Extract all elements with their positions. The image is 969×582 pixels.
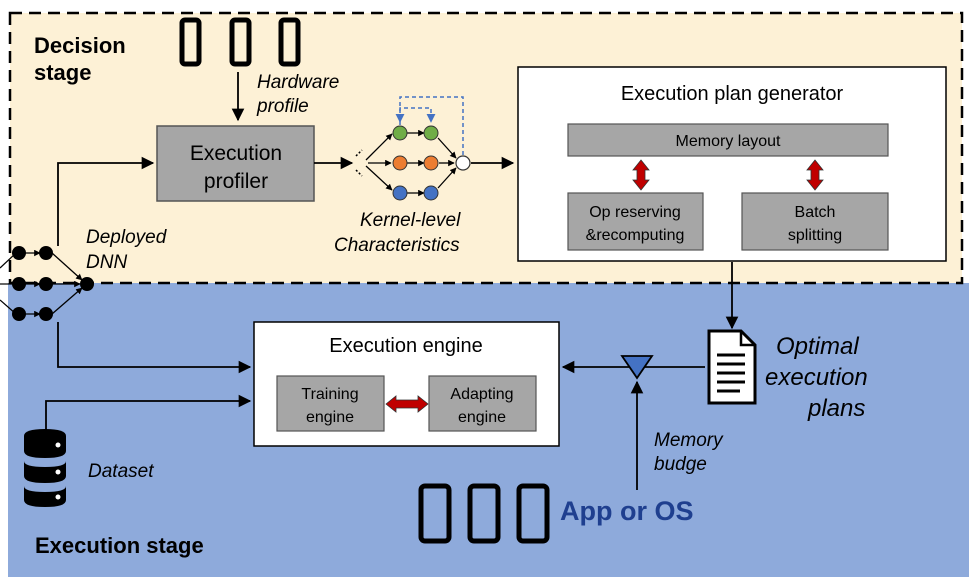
red-double-arrow [632,159,824,191]
execution-profiler-label: Execution [190,142,282,165]
kernel-node [392,125,408,141]
adapting-engine-label-2: engine [458,409,506,426]
training-engine-label-2: engine [306,409,354,426]
kernel-node [392,155,408,171]
deployed-dnn-graph [0,246,94,321]
kernel-level-label: Kernel-level [360,210,461,231]
execution-stage-title: Execution stage [35,533,204,558]
batch-splitting-box [741,192,889,251]
decision-stage-title: Decision [34,33,126,58]
database-icon [24,429,66,507]
kernel-node [423,185,439,201]
training-engine-box [276,375,385,432]
deployed-dnn-label-2: DNN [86,252,127,273]
hardware-profile-label: Hardware [257,72,339,93]
op-reserving-label-2: &recomputing [586,227,685,244]
dnn-node [39,277,53,291]
execution-profiler-label-2: profiler [204,170,268,193]
memory-layout-box [567,123,889,157]
kernel-level-label-2: Characteristics [334,235,460,256]
batch-splitting-label: Batch [795,204,836,221]
optimal-plans-label: Optimal [776,333,859,360]
decision-stage-title-2: stage [34,60,91,85]
filter-triangle-icon [620,355,654,380]
execution-engine-title: Execution engine [329,335,482,357]
deployed-dnn-label: Deployed [86,227,168,248]
dnn-node [12,307,26,321]
phone-icon [467,483,501,544]
execution-profiler-box [156,125,315,202]
phone-icon [179,17,202,67]
document-icon [707,329,757,405]
adapting-engine-box [428,375,537,432]
dnn-node [39,246,53,260]
red-double-arrow [385,395,429,413]
kernel-node [392,185,408,201]
dataset-label: Dataset [88,461,154,482]
memory-budge-label: Memory [654,430,724,451]
kernel-graph [355,96,471,201]
phone-icons-top [179,17,301,67]
dnn-node [80,277,94,291]
kernel-node [423,155,439,171]
training-engine-label: Training [301,386,358,403]
phone-icons-bottom [418,483,550,544]
phone-icon [418,483,452,544]
memory-budge-label-2: budge [654,454,707,475]
memory-layout-label: Memory layout [676,133,781,150]
kernel-node [423,125,439,141]
phone-icon [229,17,252,67]
dnn-node [12,277,26,291]
op-reserving-box [567,192,704,251]
optimal-plans-label-3: plans [807,395,865,422]
phone-icon [278,17,301,67]
op-reserving-label: Op reserving [589,204,681,221]
app-or-os-label: App or OS [560,496,694,526]
adapting-engine-label: Adapting [450,386,513,403]
phone-icon [516,483,550,544]
batch-splitting-label-2: splitting [788,227,842,244]
kernel-node [455,155,471,171]
dnn-node [12,246,26,260]
optimal-plans-label-2: execution [765,364,868,391]
hardware-profile-label-2: profile [256,96,309,117]
plan-generator-title: Execution plan generator [621,83,844,105]
dnn-node [39,307,53,321]
